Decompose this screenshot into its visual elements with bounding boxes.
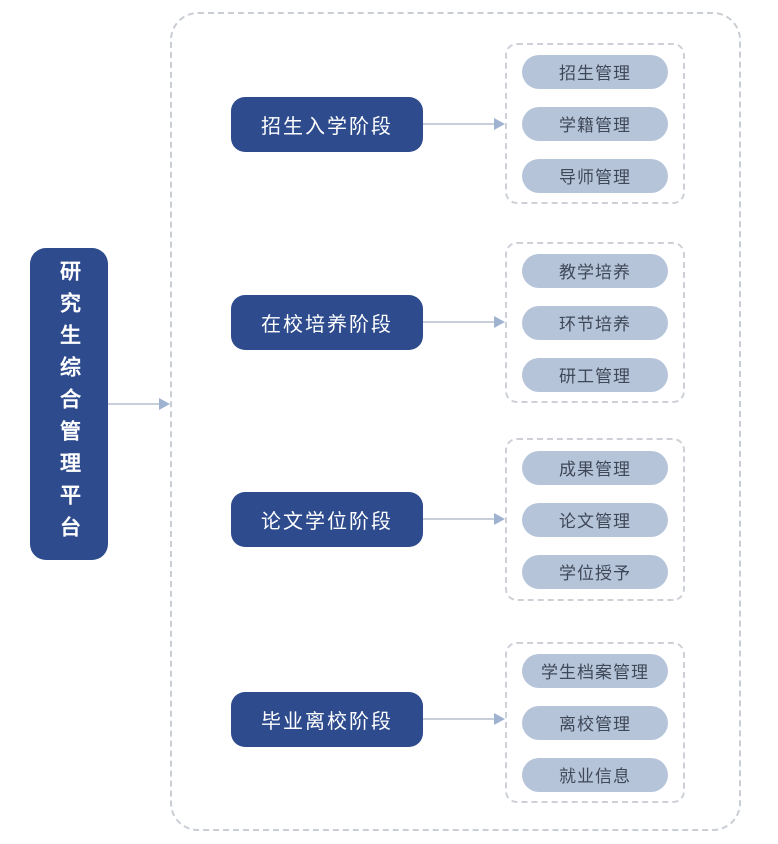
arrow-right-icon — [159, 398, 170, 410]
item-pill: 学位授予 — [522, 554, 668, 589]
stage-node-graduation: 毕业离校阶段 — [231, 692, 423, 747]
platform-root-node: 研究生综合管理平台 — [30, 248, 108, 560]
arrow-right-icon — [494, 713, 505, 725]
connector-stage1-arrow — [423, 117, 505, 131]
item-pill: 论文管理 — [522, 502, 668, 537]
item-pill: 教学培养 — [522, 253, 668, 288]
connector-stage3-arrow — [423, 512, 505, 526]
item-pill: 就业信息 — [522, 757, 668, 792]
item-group-training: 教学培养 环节培养 研工管理 — [505, 242, 685, 403]
arrow-right-icon — [494, 118, 505, 130]
stage-label: 论文学位阶段 — [261, 511, 393, 533]
arrow-right-icon — [494, 316, 505, 328]
item-pill: 招生管理 — [522, 54, 668, 89]
connector-root-arrow — [108, 397, 170, 411]
arrow-line — [423, 123, 495, 125]
stage-label: 毕业离校阶段 — [261, 711, 393, 733]
item-pill: 成果管理 — [522, 450, 668, 485]
stage-node-thesis-degree: 论文学位阶段 — [231, 492, 423, 547]
stage-label: 招生入学阶段 — [261, 116, 393, 138]
connector-stage4-arrow — [423, 712, 505, 726]
item-pill: 学生档案管理 — [522, 653, 668, 688]
item-pill: 环节培养 — [522, 305, 668, 340]
stage-node-training: 在校培养阶段 — [231, 295, 423, 350]
arrow-line — [423, 718, 495, 720]
platform-root-label: 研究生综合管理平台 — [57, 260, 81, 548]
arrow-line — [423, 321, 495, 323]
item-group-thesis-degree: 成果管理 论文管理 学位授予 — [505, 438, 685, 601]
item-group-graduation: 学生档案管理 离校管理 就业信息 — [505, 642, 685, 803]
item-pill: 学籍管理 — [522, 106, 668, 141]
stage-label: 在校培养阶段 — [261, 314, 393, 336]
arrow-line — [423, 518, 495, 520]
item-pill: 离校管理 — [522, 705, 668, 740]
arrow-line — [108, 403, 160, 405]
item-pill: 导师管理 — [522, 158, 668, 193]
item-group-admission: 招生管理 学籍管理 导师管理 — [505, 43, 685, 204]
item-pill: 研工管理 — [522, 357, 668, 392]
stage-node-admission: 招生入学阶段 — [231, 97, 423, 152]
connector-stage2-arrow — [423, 315, 505, 329]
stages-dashed-frame — [170, 12, 741, 831]
arrow-right-icon — [494, 513, 505, 525]
